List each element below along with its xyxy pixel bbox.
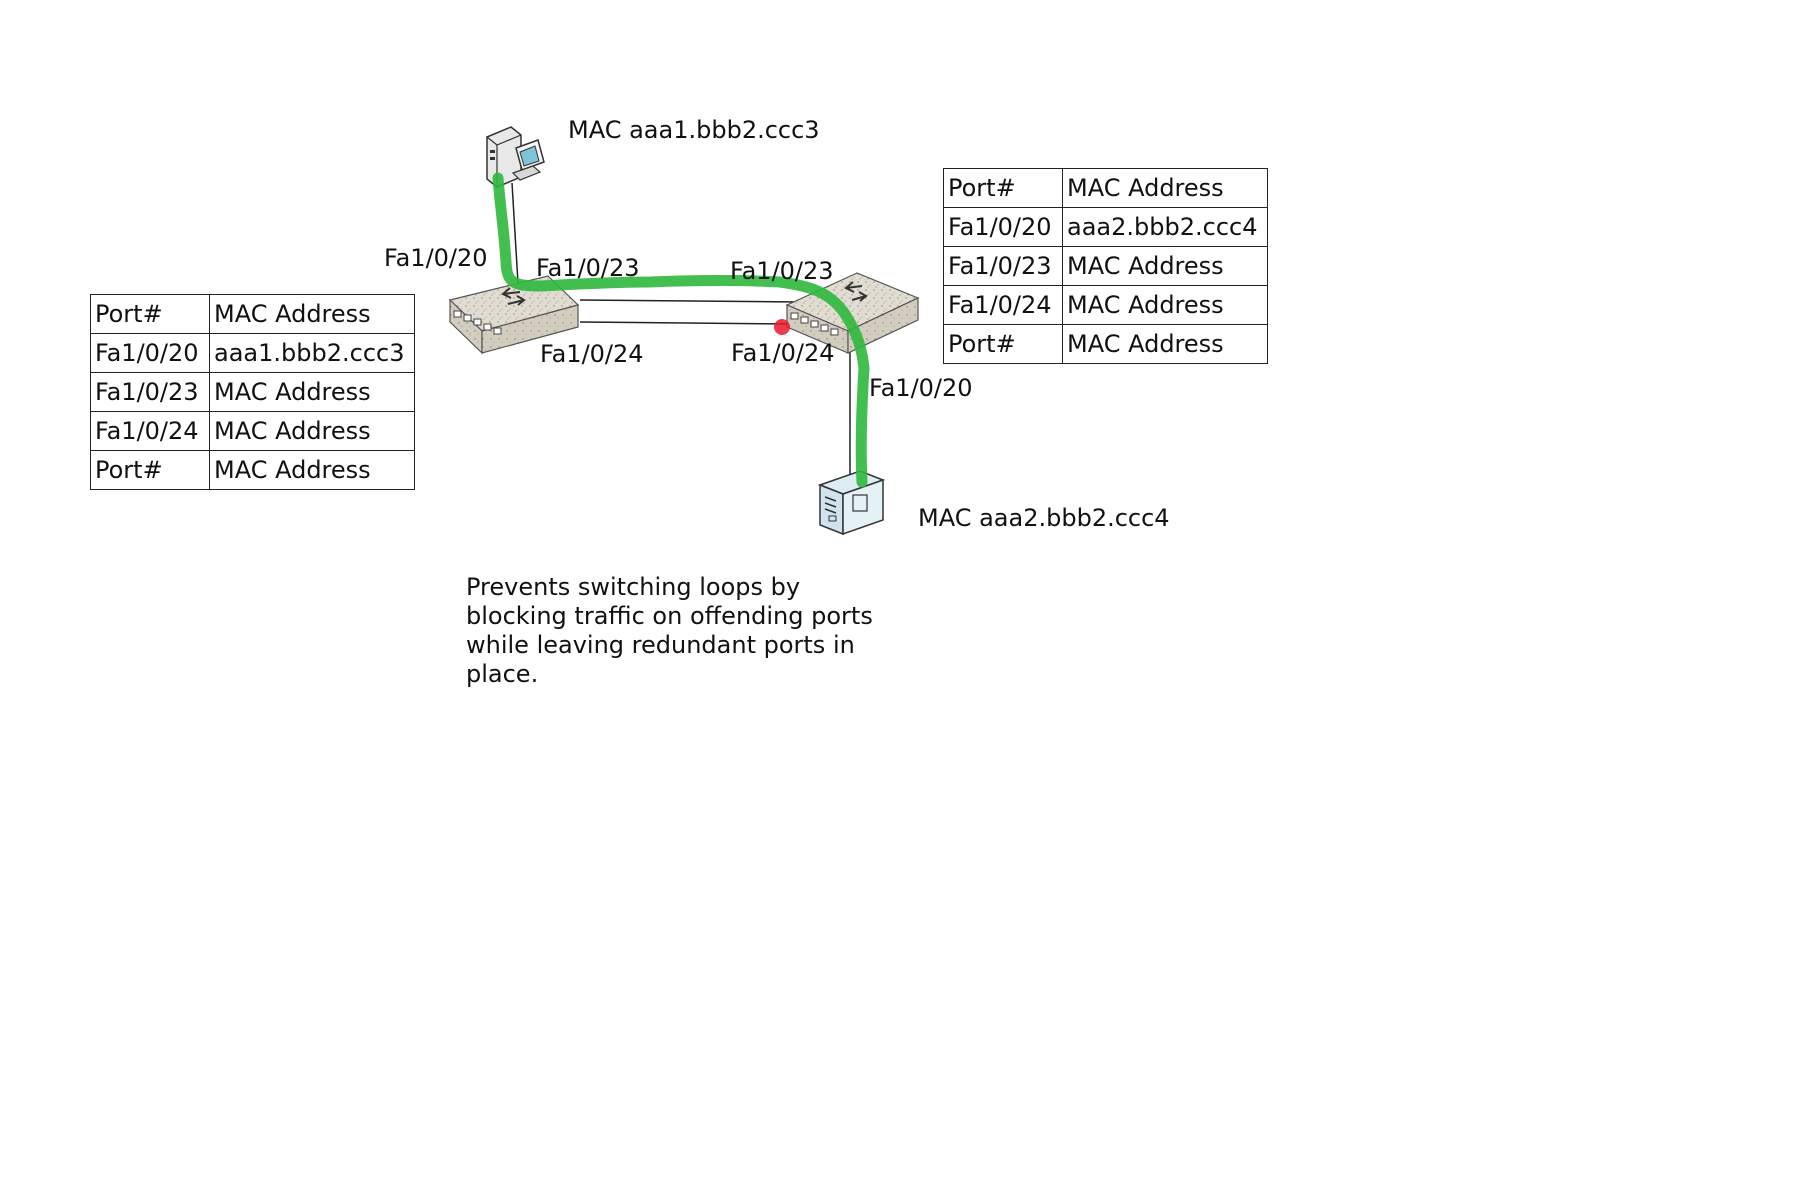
table-row: Port# MAC Address: [943, 324, 1268, 364]
table-row: Fa1/0/23 MAC Address: [943, 246, 1268, 286]
table-cell: MAC Address: [209, 411, 415, 451]
table-cell: MAC Address: [209, 294, 415, 334]
pc-mac-label: MAC aaa1.bbb2.ccc3: [568, 116, 820, 144]
table-cell: Fa1/0/20: [90, 333, 210, 373]
table-row: Port# MAC Address: [943, 168, 1268, 208]
table-cell: MAC Address: [1062, 168, 1268, 208]
table-cell: Port#: [90, 294, 210, 334]
table-cell: Fa1/0/24: [90, 411, 210, 451]
server-icon: [817, 470, 886, 536]
table-row: Fa1/0/23 MAC Address: [90, 372, 415, 412]
pc-icon: [486, 126, 545, 188]
table-cell: aaa1.bbb2.ccc3: [209, 333, 415, 373]
table-cell: MAC Address: [1062, 246, 1268, 286]
left-switch-port-fa1-0-23: Fa1/0/23: [536, 254, 640, 282]
left-switch-port-fa1-0-20: Fa1/0/20: [384, 244, 488, 272]
table-row: Fa1/0/20 aaa2.bbb2.ccc4: [943, 207, 1268, 247]
table-cell: Fa1/0/20: [943, 207, 1063, 247]
stp-description: Prevents switching loops by blocking tra…: [466, 573, 873, 688]
table-cell: Fa1/0/23: [90, 372, 210, 412]
table-cell: MAC Address: [1062, 285, 1268, 325]
table-cell: Fa1/0/24: [943, 285, 1063, 325]
right-switch-port-fa1-0-23: Fa1/0/23: [730, 257, 834, 285]
pc-cable: [511, 182, 519, 284]
table-cell: MAC Address: [209, 450, 415, 490]
table-row: Fa1/0/20 aaa1.bbb2.ccc3: [90, 333, 415, 373]
table-row: Fa1/0/24 MAC Address: [943, 285, 1268, 325]
table-cell: Fa1/0/23: [943, 246, 1063, 286]
right-mac-address-table: Port# MAC Address Fa1/0/20 aaa2.bbb2.ccc…: [943, 168, 1268, 364]
table-row: Fa1/0/24 MAC Address: [90, 411, 415, 451]
table-cell: MAC Address: [209, 372, 415, 412]
table-cell: Port#: [943, 168, 1063, 208]
table-row: Port# MAC Address: [90, 294, 415, 334]
table-cell: Port#: [943, 324, 1063, 364]
blocked-port-marker: [774, 319, 790, 335]
table-row: Port# MAC Address: [90, 450, 415, 490]
server-mac-label: MAC aaa2.bbb2.ccc4: [918, 504, 1170, 532]
trunk-upper-link: [579, 299, 801, 303]
left-switch-port-fa1-0-24: Fa1/0/24: [540, 340, 644, 368]
right-switch-port-fa1-0-24: Fa1/0/24: [731, 339, 835, 367]
right-switch-icon: [785, 272, 920, 354]
table-cell: aaa2.bbb2.ccc4: [1062, 207, 1268, 247]
table-cell: Port#: [90, 450, 210, 490]
right-switch-port-fa1-0-20: Fa1/0/20: [869, 374, 973, 402]
active-forwarding-path: [492, 172, 870, 488]
trunk-lower-link: [579, 321, 793, 325]
left-mac-address-table: Port# MAC Address Fa1/0/20 aaa1.bbb2.ccc…: [90, 294, 415, 490]
table-cell: MAC Address: [1062, 324, 1268, 364]
